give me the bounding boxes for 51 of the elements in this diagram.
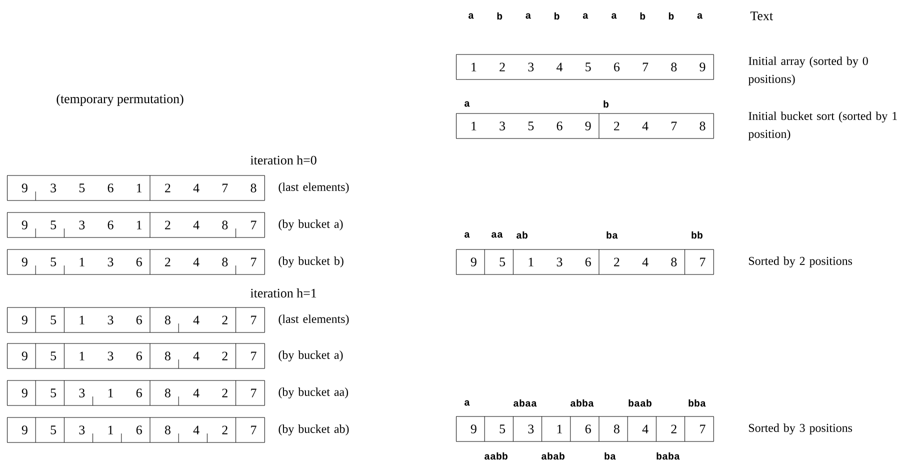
row-caption: Sorted by 3 positions — [749, 424, 852, 434]
bucket-label: a — [697, 13, 703, 19]
section-heading: Text — [750, 12, 773, 20]
array-box: 9 5 3 6 1 2 4 8 7 — [7, 212, 265, 238]
array-box: 9 5 1 3 6 2 4 8 7 — [7, 249, 265, 275]
bucket-label: b — [497, 12, 502, 20]
row-caption: (by bucket ab) — [278, 424, 349, 436]
bucket-label: b — [604, 100, 609, 108]
row-caption: (last elements) — [278, 182, 349, 194]
bucket-label: b — [668, 12, 674, 20]
bucket-label: ba — [604, 452, 616, 460]
bucket-label: abab — [542, 452, 564, 460]
bucket-label: bb — [692, 231, 703, 239]
bucket-label: a — [612, 13, 617, 19]
row-caption: Initial bucket sort (sorted by 1 position) — [748, 112, 897, 140]
row-caption: Sorted by 2 positions — [749, 256, 852, 268]
bucket-label: ab — [516, 231, 528, 239]
bucket-label: aabb — [484, 452, 508, 460]
section-heading: iteration h=1 — [250, 288, 316, 298]
row-caption: (by bucket a) — [278, 220, 343, 230]
bucket-label: aa — [492, 232, 503, 238]
bucket-label: a — [464, 101, 470, 107]
row-caption: Initial array (sorted by 0 positions) — [748, 56, 868, 86]
array-box: 9 5 1 3 6 8 4 2 7 — [7, 307, 265, 333]
row-caption: (by bucket a) — [278, 350, 343, 362]
bucket-label: b — [640, 12, 646, 20]
bucket-label: b — [554, 12, 560, 20]
array-box: 9 5 3 1 6 8 4 2 7 — [7, 380, 265, 406]
bucket-label: abba — [570, 399, 594, 407]
array-box: 1 2 3 4 5 6 7 8 9 — [456, 54, 714, 80]
bucket-label: baab — [628, 399, 652, 407]
array-box: 9 5 1 3 6 8 4 2 7 — [7, 343, 265, 369]
section-heading: iteration h=0 — [250, 155, 316, 165]
array-box: 9 5 3 1 6 8 4 2 7 — [7, 417, 265, 443]
bucket-label: a — [464, 232, 470, 238]
array-box: 1 3 5 6 9 2 4 7 8 — [456, 113, 714, 139]
bucket-label: a — [464, 400, 470, 406]
note: (temporary permutation) — [56, 94, 184, 106]
array-box: 9 5 1 3 6 2 4 8 7 — [456, 249, 714, 275]
bucket-label: baba — [656, 452, 680, 460]
bucket-label: bba — [688, 399, 706, 407]
row-caption: (by bucket b) — [278, 256, 344, 268]
row-caption: (last elements) — [278, 314, 349, 326]
bucket-label: a — [582, 13, 588, 19]
bucket-label: abaa — [514, 399, 537, 407]
bucket-label: a — [468, 13, 474, 19]
array-box: 9 5 3 1 6 8 4 2 7 — [456, 416, 714, 442]
bucket-label: ba — [606, 231, 618, 239]
row-caption: (by bucket aa) — [278, 388, 348, 398]
array-box: 9 3 5 6 1 2 4 7 8 — [7, 175, 265, 201]
bucket-label: a — [526, 13, 531, 19]
